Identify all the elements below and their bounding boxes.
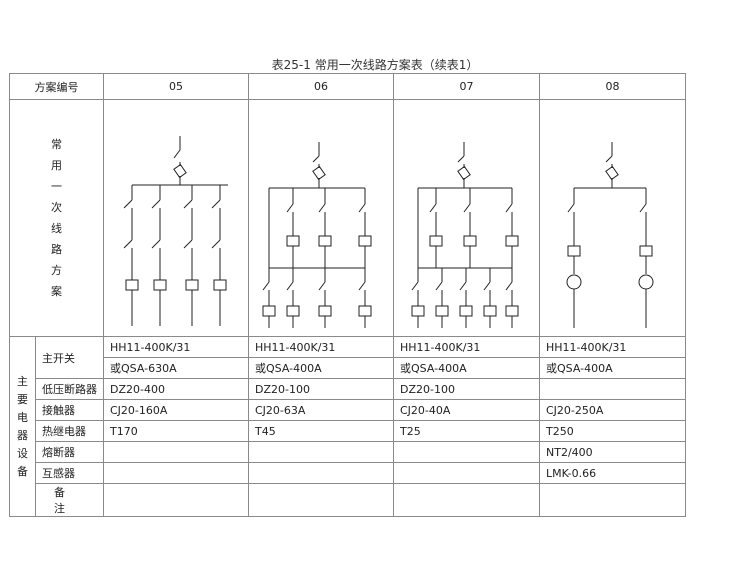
header-row: 方案编号 05 06 07 08 [9,73,686,100]
label-thermal-relay: 热继电器 [35,420,104,442]
cell: DZ20-400 [103,378,249,400]
cell: 或QSA-400A [539,357,686,379]
contactor-icon [123,239,221,280]
cell [103,483,249,517]
cell: HH11-400K/31 [393,336,540,358]
diagram-row-label: 常 用 一 次 线 路 方 案 [9,99,104,337]
scheme-07: 07 [393,73,540,100]
disconnect-switch-icon [457,142,465,168]
diagram-07 [393,99,540,337]
row-remarks: 备 注 [10,483,686,517]
cell: T25 [393,420,540,442]
cell: 或QSA-400A [248,357,394,379]
label-transformer: 互感器 [35,462,104,484]
diagram-row: 常 用 一 次 线 路 方 案 [9,99,686,337]
row-breaker: 低压断路器 DZ20-400 DZ20-100 DZ20-100 [10,378,686,400]
contactor-icon [411,268,513,306]
cell: HH11-400K/31 [248,336,394,358]
diagram-08 [539,99,686,337]
fuse-icon [312,165,326,188]
cell [393,462,540,484]
disconnect-switch-icon [173,136,181,166]
fuse-icon [457,165,471,188]
contactor-icon [567,188,647,246]
label-main-switch: 主开关 [35,336,104,379]
cell: T170 [103,420,249,442]
cell [539,378,686,400]
table-title: 表25-1 常用一次线路方案表（续表1） [271,58,479,72]
fuse-icon [173,163,187,185]
cell: DZ20-100 [248,378,394,400]
label-fuse: 熔断器 [35,441,104,463]
cell [248,462,394,484]
disconnect-switch-icon [312,142,320,168]
fuse-icon [605,165,619,188]
cell [393,483,540,517]
breaker-icon [286,188,372,268]
row-main-switch-1: 主 要 电 器 设 备 主开关 HH11-400K/31 HH11-400K/3… [9,336,686,517]
cell [248,483,394,517]
scheme-05: 05 [103,73,249,100]
cell: CJ20-63A [248,399,394,421]
cell [393,441,540,463]
label-contactor: 接触器 [35,399,104,421]
equipment-group-label: 主 要 电 器 设 备 [9,336,36,517]
breaker-icon [123,185,221,240]
scheme-no-label: 方案编号 [9,73,104,100]
row-contactor: 接触器 CJ20-160A CJ20-63A CJ20-40A CJ20-250… [10,399,686,421]
row-fuse: 熔断器 NT2/400 [10,441,686,463]
thermal-relay-icon [262,305,372,328]
cell: CJ20-160A [103,399,249,421]
diagram-06 [248,99,394,337]
cell: T45 [248,420,394,442]
cell: HH11-400K/31 [103,336,249,358]
cell [103,441,249,463]
cell [103,462,249,484]
thermal-relay-icon [567,245,653,274]
diagram-05 [103,99,249,337]
cell: CJ20-40A [393,399,540,421]
cell [248,441,394,463]
cell: 或QSA-400A [393,357,540,379]
label-remarks: 备 注 [35,483,104,517]
label-breaker: 低压断路器 [35,378,104,400]
current-transformer-icon [566,274,654,328]
contactor-icon [262,268,366,306]
disconnect-switch-icon [605,142,613,168]
thermal-relay-icon [125,279,227,326]
breaker-icon [429,188,519,268]
row-thermal-relay: 热继电器 T170 T45 T25 T250 [10,420,686,442]
thermal-relay-icon [411,305,519,328]
row-main-switch-2: 或QSA-630A 或QSA-400A 或QSA-400A 或QSA-400A [10,357,686,379]
scheme-08: 08 [539,73,686,100]
cell: T250 [539,420,686,442]
cell: LMK-0.66 [539,462,686,484]
cell: HH11-400K/31 [539,336,686,358]
scheme-06: 06 [248,73,394,100]
cell [539,483,686,517]
cell: NT2/400 [539,441,686,463]
circuit-scheme-table: 方案编号 05 06 07 08 常 用 一 次 线 路 方 案 [9,73,686,517]
row-transformer: 互感器 LMK-0.66 [10,462,686,484]
cell: DZ20-100 [393,378,540,400]
cell: CJ20-250A [539,399,686,421]
cell: 或QSA-630A [103,357,249,379]
